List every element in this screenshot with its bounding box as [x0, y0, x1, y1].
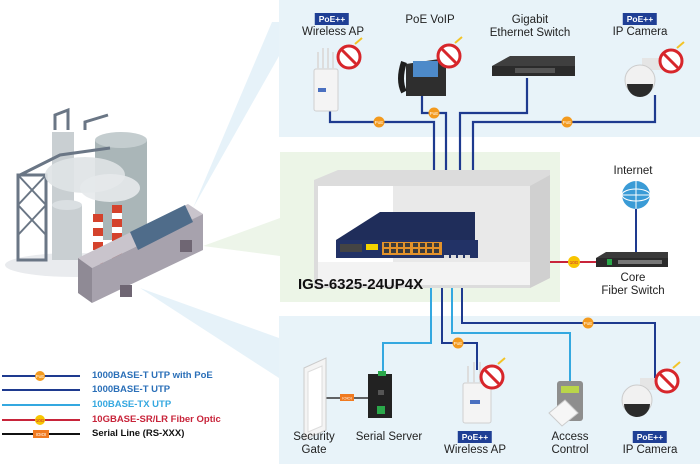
poe-plus-badge: PoE++	[632, 431, 668, 443]
legend-label: 1000BASE-T UTP	[92, 384, 171, 395]
legend-item: 10GBASE-SR/LR Fiber Optic	[0, 414, 260, 428]
industrial-plant-icon	[5, 107, 203, 303]
switch-model-name: IGS-6325-24UP4X	[298, 276, 424, 293]
legend-label: Serial Line (RS-XXX)	[92, 428, 185, 439]
svg-text:PoE: PoE	[563, 120, 572, 125]
no-power-adapter-icon	[658, 41, 685, 74]
link-bottom-serial-server	[382, 262, 432, 375]
label-bottom-ip-camera: IP Camera	[622, 444, 678, 456]
main-switch-icon	[336, 212, 478, 258]
fan-top	[193, 22, 279, 208]
svg-text:PoE: PoE	[375, 120, 384, 125]
label-access-control-line1: Access	[551, 431, 589, 443]
fiber-10g-marker: 10G	[568, 256, 580, 268]
top-ethernet-switch-icon	[492, 56, 575, 76]
legend-label: 10GBASE-SR/LR Fiber Optic	[92, 414, 221, 425]
label-access-control-line2: Control	[551, 444, 589, 456]
poe-plus-badge: PoE++	[622, 13, 658, 25]
legend-item: 100BASE-TX UTP	[0, 399, 260, 413]
poe-plus-badge: PoE++	[457, 431, 493, 443]
label-top-ip-camera: IP Camera	[612, 26, 668, 38]
label-bottom-wireless-ap: Wireless AP	[444, 444, 506, 456]
svg-text:PoE: PoE	[36, 374, 45, 379]
label-internet: Internet	[613, 165, 653, 177]
legend-item: Serial Line (RS-XXX)	[0, 428, 260, 442]
poe-plus-badge: PoE++	[314, 13, 350, 25]
fan-bot	[140, 288, 279, 378]
legend-swatches: PoE 10G IOIOI	[2, 371, 80, 438]
label-security-gate-line1: Security	[293, 431, 335, 443]
legend-item: 1000BASE-T UTP	[0, 384, 260, 398]
label-core-line2: Fiber Switch	[601, 285, 665, 297]
no-power-adapter-icon	[479, 357, 506, 390]
security-gate-icon	[303, 357, 327, 441]
svg-text:IOIOI: IOIOI	[342, 396, 352, 401]
no-power-adapter-icon	[436, 36, 463, 69]
no-power-adapter-icon	[336, 37, 363, 70]
core-fiber-switch-icon	[596, 252, 668, 267]
svg-text:10G: 10G	[570, 260, 579, 265]
svg-text:10G: 10G	[36, 418, 45, 423]
legend-label: 1000BASE-T UTP with PoE	[92, 370, 213, 381]
svg-text:PoE: PoE	[584, 321, 593, 326]
poe-marker: PoE	[452, 337, 464, 349]
svg-text:PoE: PoE	[430, 111, 439, 116]
internet-globe-icon	[621, 181, 651, 209]
svg-text:IOIOI: IOIOI	[36, 432, 47, 437]
label-security-gate-line2: Gate	[301, 444, 327, 456]
label-top-wireless-ap: Wireless AP	[302, 26, 364, 38]
poe-marker: PoE	[428, 107, 440, 119]
fan-mid	[203, 218, 280, 256]
label-top-switch-line2: Ethernet Switch	[489, 27, 571, 39]
svg-text:PoE: PoE	[454, 341, 463, 346]
top-voip-phone-icon	[398, 58, 446, 96]
access-control-icon	[548, 381, 583, 427]
link-bottom-ip-camera	[461, 262, 656, 385]
label-top-voip: PoE VoIP	[405, 14, 455, 26]
no-power-adapter-icon	[654, 361, 681, 394]
poe-marker: PoE	[561, 116, 573, 128]
top-ip-camera-icon	[624, 58, 664, 97]
link-bottom-access-control	[451, 262, 571, 385]
label-core-line1: Core	[620, 272, 646, 284]
serial-server-icon	[368, 371, 392, 418]
serial-marker: IOIOI	[340, 394, 354, 401]
label-serial-server: Serial Server	[355, 431, 423, 443]
poe-marker: PoE	[373, 116, 385, 128]
legend-label: 100BASE-TX UTP	[92, 399, 172, 410]
top-wireless-ap-icon	[313, 48, 339, 112]
legend-item: 1000BASE-T UTP with PoE	[0, 370, 260, 384]
label-top-switch-line1: Gigabit	[511, 14, 549, 26]
poe-marker: PoE	[582, 317, 594, 329]
